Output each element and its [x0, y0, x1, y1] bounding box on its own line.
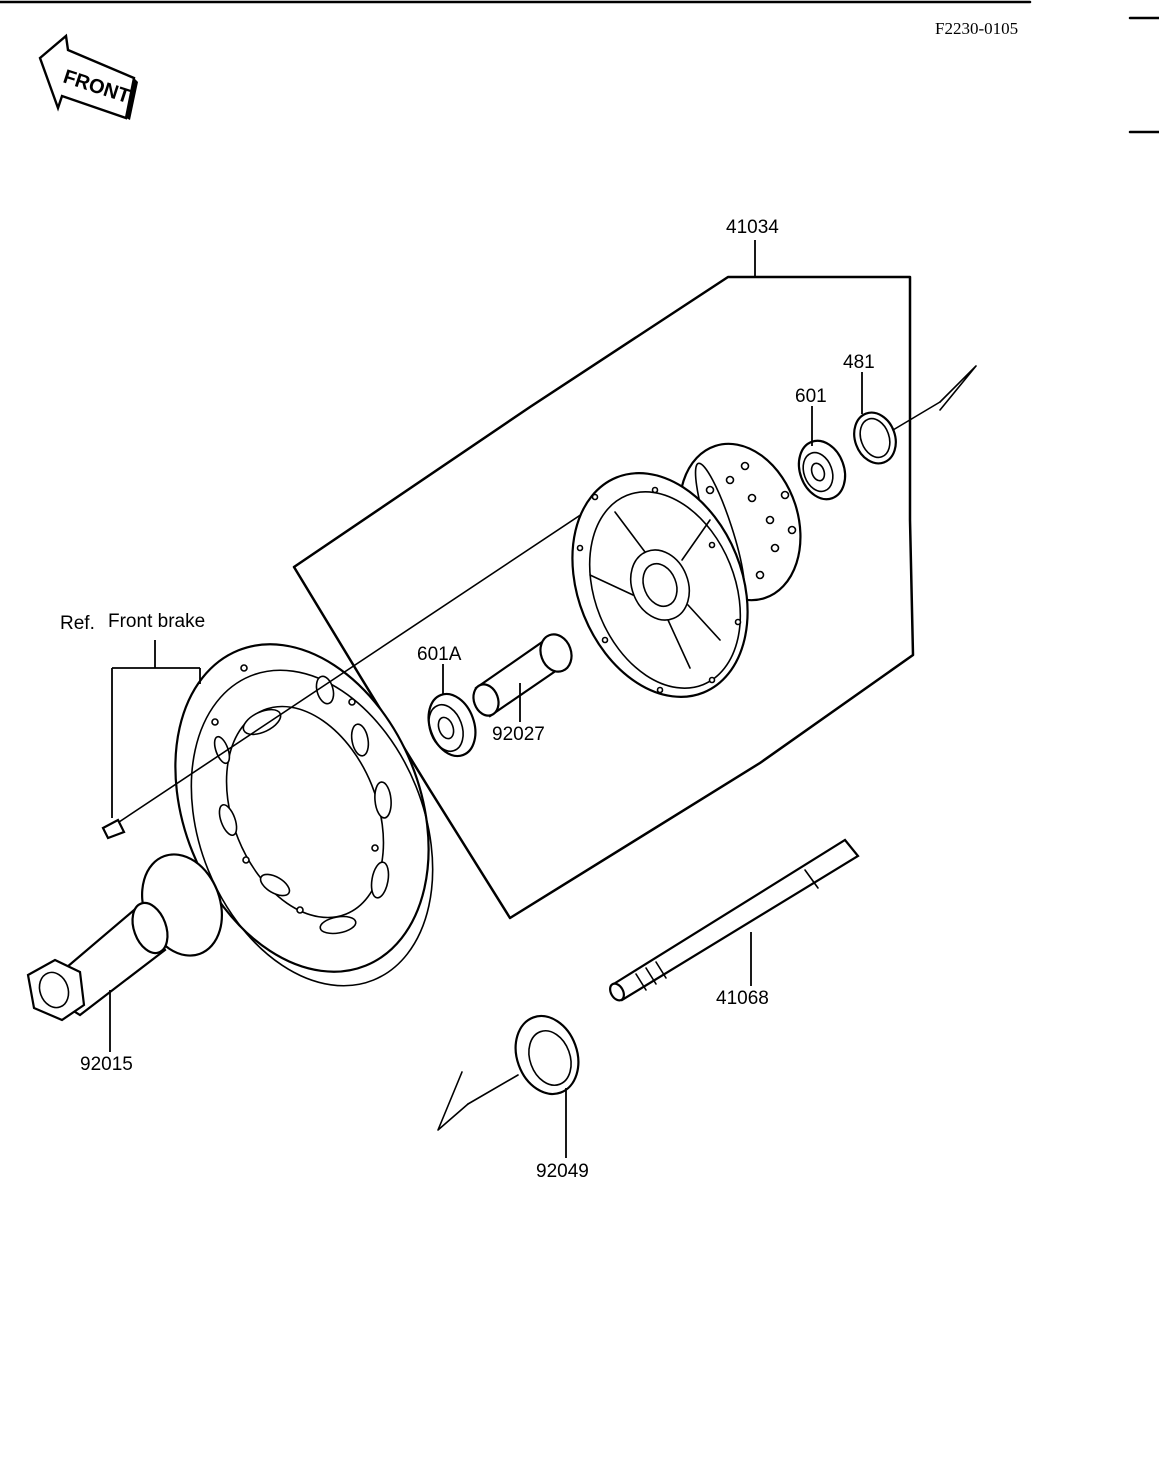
part-number-481: 481 — [843, 352, 875, 373]
bearing-601a — [427, 692, 477, 758]
axis-indicator-right — [892, 365, 977, 431]
brake-disc — [174, 643, 434, 987]
spacer-92027 — [472, 633, 573, 718]
part-number-601a: 601A — [417, 644, 462, 665]
circlip-481 — [853, 411, 897, 465]
part-number-41068: 41068 — [716, 988, 769, 1009]
disc-bolt — [101, 501, 601, 840]
front-direction-icon: FRONT — [38, 33, 138, 120]
axle-collar-92015 — [26, 853, 223, 1022]
front-brake-reference: Ref. Front brake — [60, 611, 205, 818]
ref-prefix: Ref. — [60, 613, 95, 634]
part-number-41034: 41034 — [726, 217, 779, 238]
bearing-601 — [797, 439, 847, 501]
wheel-hub — [571, 442, 802, 698]
axis-indicator-left — [437, 1071, 519, 1131]
oil-seal-92049 — [514, 1014, 580, 1096]
part-labels: 41034 481 601 601A 92027 41068 92015 920… — [80, 217, 875, 1182]
diagram-code: F2230-0105 — [935, 19, 1018, 38]
axle-41068 — [609, 838, 860, 1002]
part-number-92015: 92015 — [80, 1054, 133, 1075]
leader-lines — [109, 372, 863, 1158]
page-border-marks — [0, 0, 1159, 134]
part-number-601: 601 — [795, 386, 827, 407]
ref-text: Front brake — [108, 611, 205, 632]
part-number-92027: 92027 — [492, 724, 545, 745]
part-number-92049: 92049 — [536, 1161, 589, 1182]
